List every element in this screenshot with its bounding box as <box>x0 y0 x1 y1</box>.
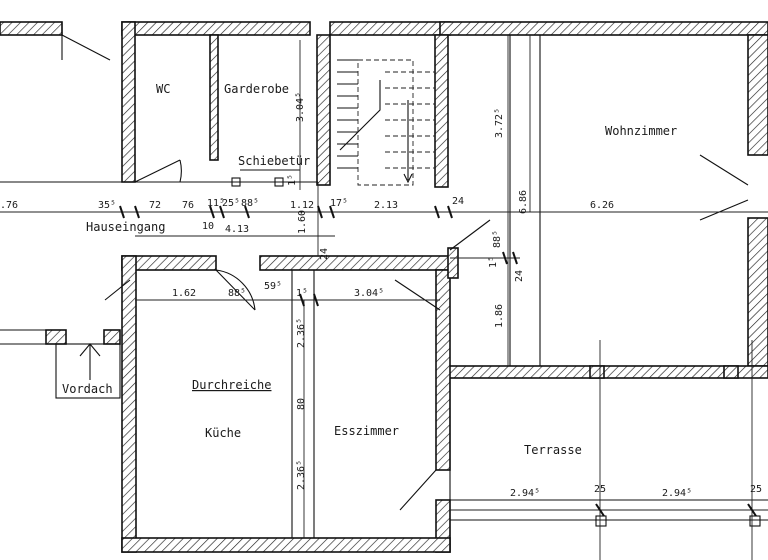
label-durchreiche: Durchreiche <box>192 378 271 392</box>
dimension-lines <box>0 35 768 560</box>
entrance-arrow-icon <box>79 343 101 380</box>
staircase <box>337 59 435 186</box>
dim-label: 17⁵ <box>330 198 348 209</box>
room-terrasse: Terrasse <box>524 443 582 457</box>
dim-label: 88⁵ <box>228 288 246 299</box>
structure-lines <box>0 22 768 552</box>
dim-label: 6.86 <box>518 190 529 214</box>
room-vordach: Vordach <box>62 382 113 396</box>
dim-label: 88⁵ <box>241 198 259 209</box>
dim-label: 2.36⁵ <box>296 318 307 348</box>
dim-label: 2.94⁵ <box>510 488 540 499</box>
label-schiebetuer: Schiebetür <box>238 154 310 168</box>
dim-label: 1⁵ <box>488 256 499 268</box>
dim-label: 1.86 <box>494 304 505 328</box>
dim-label: 24 <box>319 248 330 260</box>
dim-label: 72 <box>149 200 161 211</box>
dim-label: 3.72⁵ <box>494 108 505 138</box>
dim-label: 11⁵ <box>207 198 225 209</box>
dim-label: 4.13 <box>225 224 249 235</box>
walls <box>0 21 768 553</box>
dim-label: 3.04⁵ <box>295 92 306 122</box>
dim-label: .76 <box>0 200 18 211</box>
dim-label: 1⁵ <box>296 288 308 299</box>
dim-label: 1.12 <box>290 200 314 211</box>
dim-label: 35⁵ <box>98 200 116 211</box>
dim-label: 80 <box>296 398 307 410</box>
dim-label: 25⁵ <box>222 198 240 209</box>
dimension-labels: .76 35⁵ 72 76 11⁵ 25⁵ 88⁵ 1.12 17⁵ 2.13 … <box>0 92 762 499</box>
dim-label: 2.94⁵ <box>662 488 692 499</box>
room-esszimmer: Esszimmer <box>334 424 399 438</box>
dim-label: 2.13 <box>374 200 398 211</box>
dim-label: 3.04⁵ <box>354 288 384 299</box>
room-wc: WC <box>156 82 170 96</box>
dim-label: 1.60 <box>297 210 308 234</box>
room-kueche: Küche <box>205 426 241 440</box>
room-wohnzimmer: Wohnzimmer <box>605 124 677 138</box>
room-hauseingang: Hauseingang <box>86 220 165 234</box>
room-garderobe: Garderobe <box>224 82 289 96</box>
room-labels: WC Garderobe Wohnzimmer Hauseingang Vord… <box>62 82 677 457</box>
dim-label: 6.26 <box>590 200 614 211</box>
dim-label: 24 <box>452 196 464 207</box>
dim-label: 24 <box>514 270 525 282</box>
dim-label: 59⁵ <box>264 281 282 292</box>
dim-label: 1.62 <box>172 288 196 299</box>
dim-label: 76 <box>182 200 194 211</box>
dim-label: 88⁵ <box>492 230 503 248</box>
dim-label: 25 <box>594 484 606 495</box>
dim-label: 10 <box>202 221 214 232</box>
dim-label: 25 <box>750 484 762 495</box>
dim-label: 2.36⁵ <box>296 460 307 490</box>
dim-label: 1⁵ <box>287 174 298 186</box>
